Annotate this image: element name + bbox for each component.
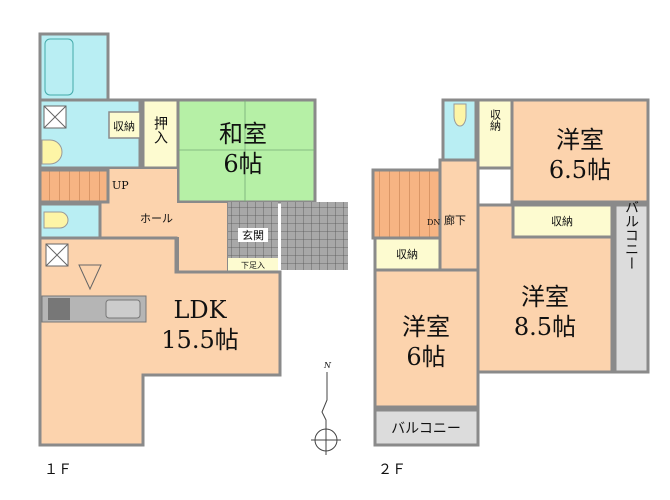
storage-b-label: 収納 xyxy=(551,215,573,228)
ldk-size: 15.5帖 xyxy=(161,326,238,354)
storage-closet-b xyxy=(511,203,614,239)
balcony-bottom xyxy=(373,408,480,447)
stairs-down-label: DN xyxy=(427,218,440,227)
stairs-1f xyxy=(38,168,110,204)
compass-north-label: N xyxy=(323,361,332,370)
oshiire-label: 押入 xyxy=(152,116,168,144)
ldk-room xyxy=(38,236,282,447)
stairs-up-label: UP xyxy=(112,179,129,192)
floor-1: 収納 押入 和室 6帖 UP ホール 玄関 下足入 LDK 15.5帖 １Ｆ xyxy=(38,32,348,478)
room-6-name: 洋室 xyxy=(402,313,450,341)
hall-label: ホール xyxy=(140,212,173,225)
storage-c-label: 収納 xyxy=(396,248,418,261)
ldk-name: LDK xyxy=(173,296,227,324)
toilet-icon xyxy=(43,211,69,229)
washitsu-size: 6帖 xyxy=(223,150,262,178)
room-6 xyxy=(373,268,480,409)
genkan-label: 玄関 xyxy=(242,228,264,242)
floor-2: 収納 洋室 6.5帖 DN 廊下 収納 洋室 8.5帖 バルコニー 収納 洋室 … xyxy=(371,98,650,478)
floor-1-label: １Ｆ xyxy=(44,462,72,478)
floor-2-label: ２Ｆ xyxy=(378,462,406,478)
balcony-bottom-label: バルコニー xyxy=(391,421,461,437)
room-6-size: 6帖 xyxy=(406,343,445,371)
bathtub-icon xyxy=(44,38,74,96)
stairs-2f xyxy=(371,168,442,240)
shoe-cabinet xyxy=(228,258,278,271)
room-6-5-size: 6.5帖 xyxy=(549,156,611,184)
kitchen-sink-icon xyxy=(105,299,141,319)
storage-label: 収納 xyxy=(113,120,135,133)
room-6-5-name: 洋室 xyxy=(556,126,604,154)
balcony-right-label: バルコニー xyxy=(623,200,639,270)
room-8-5-name: 洋室 xyxy=(521,283,569,311)
stove-icon xyxy=(48,298,70,320)
compass-icon: N xyxy=(311,361,341,455)
toilet-icon xyxy=(453,103,467,127)
washitsu-name: 和室 xyxy=(219,120,267,148)
room-6-5 xyxy=(510,98,650,204)
storage-1f xyxy=(108,111,141,139)
balcony-right xyxy=(613,203,650,374)
shoe-cabinet-label: 下足入 xyxy=(241,261,265,270)
porch xyxy=(281,202,348,270)
room-8-5-size: 8.5帖 xyxy=(514,313,576,341)
sink-icon xyxy=(41,139,63,165)
corridor-label: 廊下 xyxy=(444,213,466,227)
storage-a-label: 収納 xyxy=(489,109,502,132)
